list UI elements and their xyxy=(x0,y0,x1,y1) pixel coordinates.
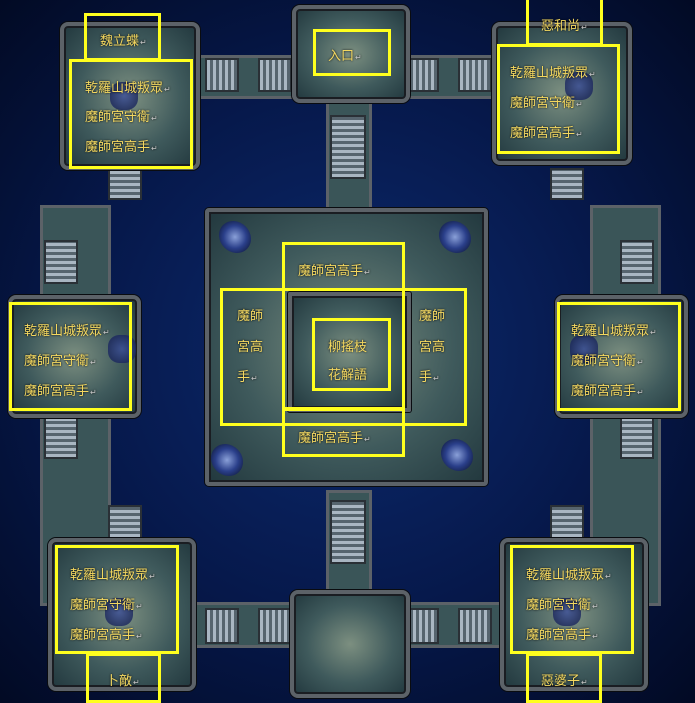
zone-mid-right[interactable] xyxy=(557,302,681,411)
enemy-label: 魔師宮高手 xyxy=(510,122,583,141)
stairs xyxy=(44,240,78,284)
enemy-label: 魔師宮守衛 xyxy=(510,92,583,111)
enemy-label: 乾羅山城叛眾 xyxy=(85,77,171,96)
zone-bottom-left[interactable] xyxy=(55,545,179,654)
enemy-label: 宮高 xyxy=(237,340,264,355)
inner-sanctum xyxy=(288,292,411,412)
enemy-label: 乾羅山城叛眾 xyxy=(510,62,596,81)
enemy-label: 魔師宮高手 xyxy=(571,380,644,399)
stairs xyxy=(620,415,654,459)
enemy-label: 手 xyxy=(237,366,258,385)
enemy-label: 手 xyxy=(419,366,440,385)
enemy-label: 宮高 xyxy=(419,340,446,355)
stairs xyxy=(458,608,492,644)
boss-label: 花解語 xyxy=(328,368,368,383)
enemy-label: 魔師宮高手 xyxy=(298,427,371,446)
enemy-label: 魔師宮守衛 xyxy=(526,594,599,613)
enemy-label: 魔師宮高手 xyxy=(526,624,599,643)
zone-center-sides[interactable] xyxy=(220,288,467,426)
zone-entrance[interactable] xyxy=(313,29,391,76)
zone-center-bottom[interactable] xyxy=(282,408,405,457)
entrance-label: 入口 xyxy=(328,45,362,64)
stairs xyxy=(258,58,292,92)
stairs xyxy=(44,415,78,459)
stairs xyxy=(550,505,584,539)
boss-label: 惡婆子 xyxy=(541,670,588,689)
stairs xyxy=(330,115,366,179)
zone-top-right[interactable] xyxy=(497,44,620,154)
boss-label: 柳搖枝 xyxy=(328,340,368,355)
zone-mid-left[interactable] xyxy=(9,302,132,411)
stairs xyxy=(405,58,439,92)
boss-label: 卜敵 xyxy=(106,670,140,689)
stairs xyxy=(108,168,142,200)
enemy-label: 魔師宮守衛 xyxy=(85,106,158,125)
enemy-label: 魔師 xyxy=(419,309,446,324)
enemy-label: 乾羅山城叛眾 xyxy=(24,320,110,339)
zone-top-left[interactable] xyxy=(69,59,193,169)
stairs xyxy=(108,505,142,539)
boss-label: 魏立蝶 xyxy=(100,30,147,49)
enemy-label: 魔師宮守衛 xyxy=(24,350,97,369)
stairs xyxy=(330,500,366,564)
enemy-label: 魔師 xyxy=(237,309,264,324)
zone-center-core[interactable] xyxy=(312,318,391,391)
stairs xyxy=(205,608,239,644)
boss-label: 惡和尚 xyxy=(541,15,588,34)
enemy-label: 乾羅山城叛眾 xyxy=(70,564,156,583)
enemy-label: 魔師宮守衛 xyxy=(571,350,644,369)
stairs xyxy=(405,608,439,644)
enemy-label: 乾羅山城叛眾 xyxy=(571,320,657,339)
enemy-label: 魔師宮高手 xyxy=(70,624,143,643)
enemy-label: 魔師宮高手 xyxy=(298,260,371,279)
enemy-label: 魔師宮高手 xyxy=(24,380,97,399)
enemy-label: 魔師宮高手 xyxy=(85,136,158,155)
enemy-label: 魔師宮守衛 xyxy=(70,594,143,613)
stairs xyxy=(458,58,492,92)
stairs xyxy=(550,168,584,200)
zone-bottom-right[interactable] xyxy=(510,545,634,654)
stairs xyxy=(205,58,239,92)
room-south xyxy=(290,590,410,698)
enemy-label: 乾羅山城叛眾 xyxy=(526,564,612,583)
stairs xyxy=(258,608,292,644)
stairs xyxy=(620,240,654,284)
